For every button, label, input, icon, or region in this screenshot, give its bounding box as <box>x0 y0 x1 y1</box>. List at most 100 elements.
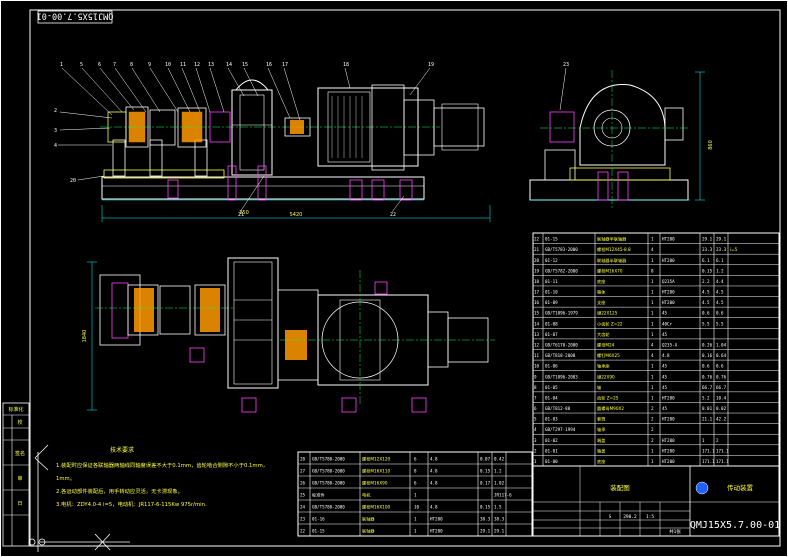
bom-left-cell: HT200 <box>430 529 443 534</box>
balloon-13: 13 <box>208 62 214 68</box>
bom-right-cell: 40Cr <box>662 321 673 326</box>
balloon-10: 10 <box>165 62 171 68</box>
bom-right-cell: 01-02 <box>545 438 558 443</box>
bom-right-cell: 1.2 <box>716 268 724 273</box>
bom-right-cell: i=5 <box>730 247 738 252</box>
bom-left-cell: 29.1 <box>494 529 505 534</box>
bom-left-cell: 25 <box>300 493 306 498</box>
bom-right-cell: 29.1 <box>716 237 727 242</box>
bom-right-cell: 1 <box>651 459 654 464</box>
drawing-code: QMJ15X5.7.00-01 <box>690 520 780 531</box>
bom-right-cell: GB/T297-1994 <box>545 427 576 432</box>
bom-right-cell: 0.15 <box>702 268 713 273</box>
bom-right-cell: 2 <box>534 448 537 453</box>
bom-left-cell: 标准件 <box>312 492 325 499</box>
bom-right-cell: 7 <box>534 395 537 400</box>
bom-right-cell: 0.16 <box>702 353 713 358</box>
bom-right-cell: 0.6 <box>716 364 724 369</box>
bom-right-cell: 45 <box>662 332 668 337</box>
assembly-label: 装配图 <box>610 483 630 492</box>
dim-mid: 250 <box>239 210 249 216</box>
bom-left-cell: 0.15 <box>480 505 491 510</box>
bom-right-cell: 4 <box>534 427 537 432</box>
bom-right-cell: 21 <box>534 247 540 252</box>
bom-right-cell: HT200 <box>662 438 675 443</box>
bom-right-cell: 0.26 <box>702 343 713 348</box>
bom-right-cell: 19 <box>534 268 540 273</box>
bom-right-cell: 8 <box>651 268 654 273</box>
bom-right-cell: 4 <box>651 343 654 348</box>
bom-right-cell: 5 <box>534 417 537 422</box>
bom-right-cell: 4.8 <box>662 353 670 358</box>
bom-right-cell: 1 <box>651 385 654 390</box>
bom-left-cell: 38.3 <box>494 517 505 522</box>
bom-left-cell: 螺栓M16X110 <box>362 468 391 475</box>
bom-left-cell: 0.42 <box>494 457 505 462</box>
bom-right-cell: 联轴器半联轴器 <box>597 257 627 264</box>
bom-left-cell: 6 <box>414 481 417 486</box>
bom-right-cell: 20 <box>534 258 540 263</box>
bom-right-cell: 3 <box>534 438 537 443</box>
bom-right-cell: 1 <box>651 237 654 242</box>
bom-left-cell: 26 <box>300 481 306 486</box>
balloon-19: 19 <box>428 62 434 68</box>
bom-right-cell: 6.1 <box>716 258 724 263</box>
balloon-12: 12 <box>194 62 200 68</box>
bom-right-cell: GB/T812-88 <box>545 406 571 411</box>
side-label-0: 标准化 <box>8 406 23 413</box>
bom-left-cell: GB/T5780-2000 <box>312 457 345 462</box>
bom-right-cell: HT200 <box>662 459 675 464</box>
side-label-1: 校 <box>17 419 22 426</box>
bom-right-cell: 螺母M24 <box>597 342 615 349</box>
bom-right-cell: 0.6 <box>702 364 710 369</box>
bom-right-cell: GB/T6170-2000 <box>545 343 578 348</box>
balloon-15: 15 <box>242 62 248 68</box>
bom-right-cell: 01-08 <box>545 321 558 326</box>
bom-right-cell: 4.4 <box>716 279 724 284</box>
bom-left-cell: JR117-6 <box>494 493 512 498</box>
bom-right-cell: HT200 <box>662 395 675 400</box>
bom-right-cell: 箱盖 <box>597 447 605 454</box>
bom-right-cell: 1 <box>651 258 654 263</box>
bom-left-cell: 联轴器 <box>362 528 375 535</box>
projection-symbol <box>28 444 130 552</box>
bom-left-cell: 1 <box>414 529 417 534</box>
bom-right-cell: 14 <box>534 321 540 326</box>
bom-left-cell: 01-16 <box>312 517 325 522</box>
bom-right-cell: 齿轮 Z=25 <box>597 394 619 401</box>
bom-right-cell: 端盖 <box>597 437 605 444</box>
bom-right-cell: 10 <box>534 364 540 369</box>
bom-left-cell: 4.8 <box>430 481 438 486</box>
tech-note-2: 2.各运动部件装配后，用手转动应灵活，无卡滞现象。 <box>56 487 183 495</box>
bom-right-cell: 4.5 <box>716 300 724 305</box>
bom-right-cell: 01-10 <box>545 290 558 295</box>
bom-right-cell: 螺栓M12X45-8.8 <box>597 246 631 253</box>
bom-right-cell: 45 <box>662 406 668 411</box>
balloon-6: 6 <box>98 62 101 68</box>
bom-right-cell: 8 <box>534 385 537 390</box>
tech-note-3: 3.电机：ZDY4.0-4 i=5，电动机：JR117-6-115Kw 975r… <box>56 500 207 508</box>
balloons-front: 1 5 6 7 8 9 10 11 12 13 14 15 16 17 18 1… <box>54 62 434 218</box>
bom-right-cell: 2 <box>651 406 654 411</box>
bom-right-cell: 13 <box>534 332 540 337</box>
balloon-21: 21 <box>238 212 244 218</box>
dim-width: 1840 <box>82 330 88 343</box>
bom-right-cell: 底座 <box>597 278 605 285</box>
bom-left-cell: GB/T5780-2000 <box>312 505 345 510</box>
bom-right-cell: 0.6 <box>716 311 724 316</box>
bom-right-cell: 箱体 <box>597 289 606 296</box>
bom-left-cell: 1 <box>414 493 417 498</box>
bom-right-cell: 4 <box>651 353 654 358</box>
bom-right-cell: 轴承座 <box>597 363 610 370</box>
bom-right-cell: 1 <box>534 459 537 464</box>
bom-right-cell: 01-04 <box>545 395 558 400</box>
balloon-22: 22 <box>390 212 396 218</box>
balloon-7: 7 <box>113 62 116 68</box>
bom-left-cell: 联轴器 <box>362 516 375 523</box>
logo-icon <box>695 481 709 495</box>
bom-left-cell: GB/T5780-2000 <box>312 481 345 486</box>
bom-right-cell: Q235A <box>662 279 675 284</box>
side-label-column: 标准化 校 签名 审 日 <box>2 402 30 547</box>
